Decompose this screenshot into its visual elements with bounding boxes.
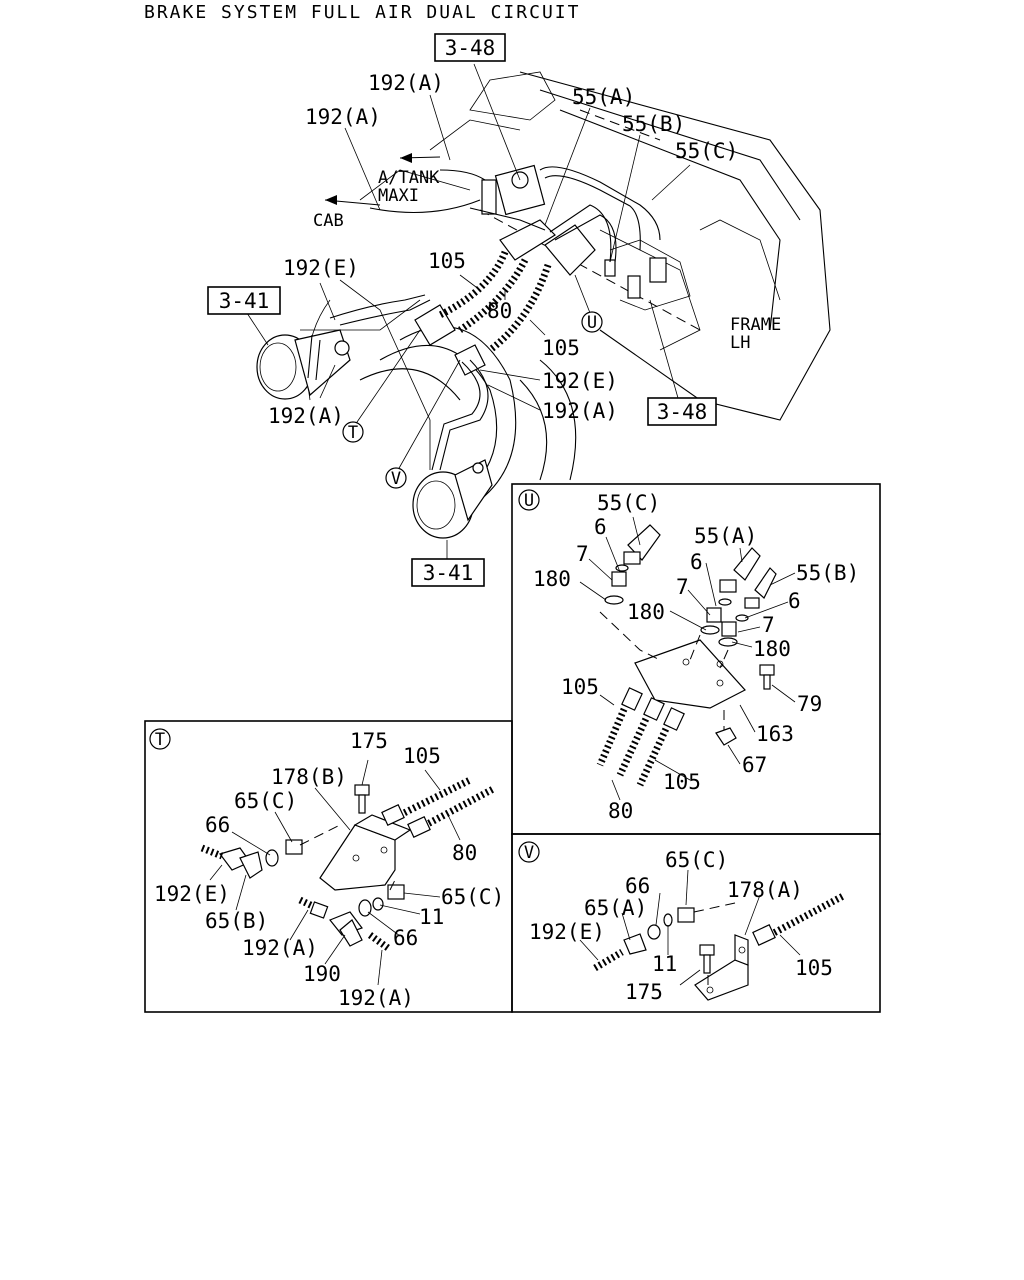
part-label-detail_t-labels-2: 105 xyxy=(403,744,441,768)
detail-v-frame xyxy=(511,833,881,1013)
part-label-main_labels-callout_v: V xyxy=(391,469,401,489)
part-label-detail_t-labels-12: 190 xyxy=(303,962,341,986)
part-label-detail_u-labels-11: 180 xyxy=(753,637,791,661)
part-label-detail_u-labels-10: 7 xyxy=(762,613,775,637)
label-55c: 55(C) xyxy=(675,139,738,163)
part-label-detail_v-labels-5: 11 xyxy=(652,952,677,976)
part-label-detail_u-labels-1: 6 xyxy=(594,515,607,539)
callout-u: U xyxy=(581,311,603,333)
label-lh: LH xyxy=(730,333,750,353)
label-frame: FRAME xyxy=(730,315,781,335)
part-label-detail_t-labels-7: 80 xyxy=(452,841,477,865)
label-192a-top: 192(A) xyxy=(368,71,444,95)
part-label-detail_t-labels-4: 66 xyxy=(205,813,230,837)
part-label-detail_v-labels-6: 105 xyxy=(795,956,833,980)
page-title: BRAKE SYSTEM FULL AIR DUAL CIRCUIT xyxy=(144,2,581,23)
detail-u: U xyxy=(518,489,859,823)
part-label-detail_t-labels-0: 175 xyxy=(350,729,388,753)
part-label-detail_u-labels-7: 7 xyxy=(676,575,689,599)
main-leaders xyxy=(244,63,691,560)
label-atank: A/TANK xyxy=(378,168,440,188)
part-label-detail_t-labels-9: 11 xyxy=(419,905,444,929)
part-label-detail_u-labels-17: 80 xyxy=(608,799,633,823)
main-illustration xyxy=(256,71,831,539)
part-label-detail_u-labels-0: 55(C) xyxy=(597,491,660,515)
label-cab: CAB xyxy=(313,211,344,231)
part-label-detail_u-labels-6: 55(B) xyxy=(796,561,859,585)
label-maxi: MAXI xyxy=(378,186,419,206)
detail-v-tag: V xyxy=(524,843,534,863)
label-192a-bottom-left: 192(A) xyxy=(268,404,344,428)
detail-t: T xyxy=(149,728,504,1010)
part-label-detail_v-labels-7: 175 xyxy=(625,980,663,1004)
label-105-upper: 105 xyxy=(428,249,466,273)
part-label-detail_u-labels-12: 79 xyxy=(797,692,822,716)
part-label-main_labels-callout_t: T xyxy=(348,423,358,443)
label-192a-right: 192(A) xyxy=(542,399,618,423)
part-label-detail_v-labels-0: 65(C) xyxy=(665,848,728,872)
part-label-detail_u-labels-15: 105 xyxy=(663,770,701,794)
label-55a: 55(A) xyxy=(572,85,635,109)
label-192e-right: 192(E) xyxy=(542,369,618,393)
part-label-detail_t-labels-8: 65(C) xyxy=(441,885,504,909)
part-label-detail_t-labels-6: 65(B) xyxy=(205,909,268,933)
part-label-detail_u-labels-2: 7 xyxy=(576,542,589,566)
part-label-detail_v-labels-4: 192(E) xyxy=(529,920,605,944)
part-label-detail_u-labels-5: 6 xyxy=(690,550,703,574)
part-label-detail_t-labels-3: 65(C) xyxy=(234,789,297,813)
part-label-detail_t-labels-13: 192(A) xyxy=(338,986,414,1010)
ref-3-41-left-label: 3-41 xyxy=(219,289,270,313)
part-label-detail_u-labels-16: 67 xyxy=(742,753,767,777)
part-label-detail_t-labels-11: 192(A) xyxy=(242,936,318,960)
part-label-detail_v-labels-2: 178(A) xyxy=(727,878,803,902)
detail-u-tag: U xyxy=(524,491,534,511)
label-192e: 192(E) xyxy=(283,256,359,280)
ref-3-48-right-label: 3-48 xyxy=(657,400,708,424)
part-label-detail_v-labels-3: 65(A) xyxy=(584,896,647,920)
label-55b: 55(B) xyxy=(622,112,685,136)
ref-3-41-bottom-label: 3-41 xyxy=(423,561,474,585)
part-label-detail_u-labels-9: 6 xyxy=(788,589,801,613)
part-label-main_labels-callout_u: U xyxy=(587,313,597,333)
part-label-detail_t-labels-10: 66 xyxy=(393,926,418,950)
callout-v: V xyxy=(385,467,407,489)
part-label-detail_t-labels-5: 192(E) xyxy=(154,882,230,906)
label-105-lower: 105 xyxy=(542,336,580,360)
ref-3-48-top-label: 3-48 xyxy=(445,36,496,60)
part-label-detail_u-labels-13: 105 xyxy=(561,675,599,699)
ref-box-3-48-top: 3-48 xyxy=(434,33,506,62)
callout-t: T xyxy=(342,421,364,443)
ref-box-3-41-bottom: 3-41 xyxy=(411,558,485,587)
ref-box-3-41-left: 3-41 xyxy=(207,286,281,315)
label-80: 80 xyxy=(487,299,512,323)
ref-box-3-48-right: 3-48 xyxy=(647,397,717,426)
part-label-detail_u-labels-4: 55(A) xyxy=(694,524,757,548)
main-part-labels: 192(A) 192(A) 55(A) 55(B) 55(C) A/TANK M… xyxy=(268,71,781,428)
detail-t-tag: T xyxy=(155,730,165,750)
label-192a-left: 192(A) xyxy=(305,105,381,129)
part-label-detail_u-labels-8: 180 xyxy=(627,600,665,624)
detail-v: V 65(C) 66 178(A) 65(A) 192(E) xyxy=(518,841,847,1004)
part-label-detail_u-labels-14: 163 xyxy=(756,722,794,746)
part-label-detail_v-labels-1: 66 xyxy=(625,874,650,898)
part-label-detail_t-labels-1: 178(B) xyxy=(271,765,347,789)
part-label-detail_u-labels-3: 180 xyxy=(533,567,571,591)
